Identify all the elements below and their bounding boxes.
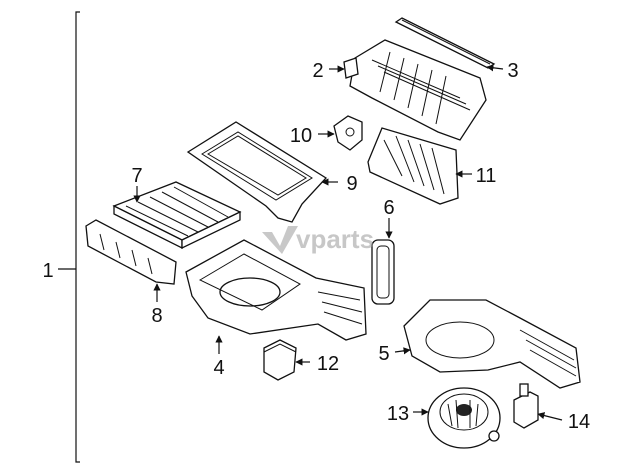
- callout-10: 10: [290, 125, 312, 147]
- callout-3: 3: [507, 60, 518, 82]
- part-3-top-panel: [394, 17, 496, 69]
- part-7-cabin-filter: [112, 181, 242, 250]
- part-10-actuator: [333, 115, 363, 151]
- callout-7: 7: [131, 165, 142, 187]
- callout-6: 6: [383, 197, 394, 219]
- callout-14: 14: [568, 411, 590, 433]
- callout-4: 4: [213, 357, 224, 379]
- part-9-filter-frame: [186, 121, 328, 223]
- part-4-blower-case: [185, 239, 367, 341]
- part-14-control-module: [513, 383, 539, 429]
- callout-8: 8: [151, 305, 162, 327]
- svg-text:vparts: vparts: [296, 224, 374, 254]
- part-5-blower-scroll: [403, 299, 581, 389]
- part-8-filter-cover: [85, 219, 177, 285]
- watermark-logo: vparts: [262, 224, 374, 254]
- callout-9: 9: [346, 173, 357, 195]
- callout-1: 1: [42, 260, 53, 282]
- assembly-bracket: [75, 11, 80, 463]
- part-11-lower-housing: [367, 127, 459, 205]
- part-6-gasket: [371, 239, 395, 305]
- callout-2: 2: [312, 60, 323, 82]
- part-2-upper-housing: [343, 39, 487, 141]
- part-12-resistor: [263, 339, 297, 381]
- callout-13: 13: [387, 403, 409, 425]
- part-13-blower-motor: [427, 387, 501, 449]
- callout-5: 5: [378, 343, 389, 365]
- callout-11: 11: [476, 165, 497, 187]
- callout-12: 12: [317, 353, 339, 375]
